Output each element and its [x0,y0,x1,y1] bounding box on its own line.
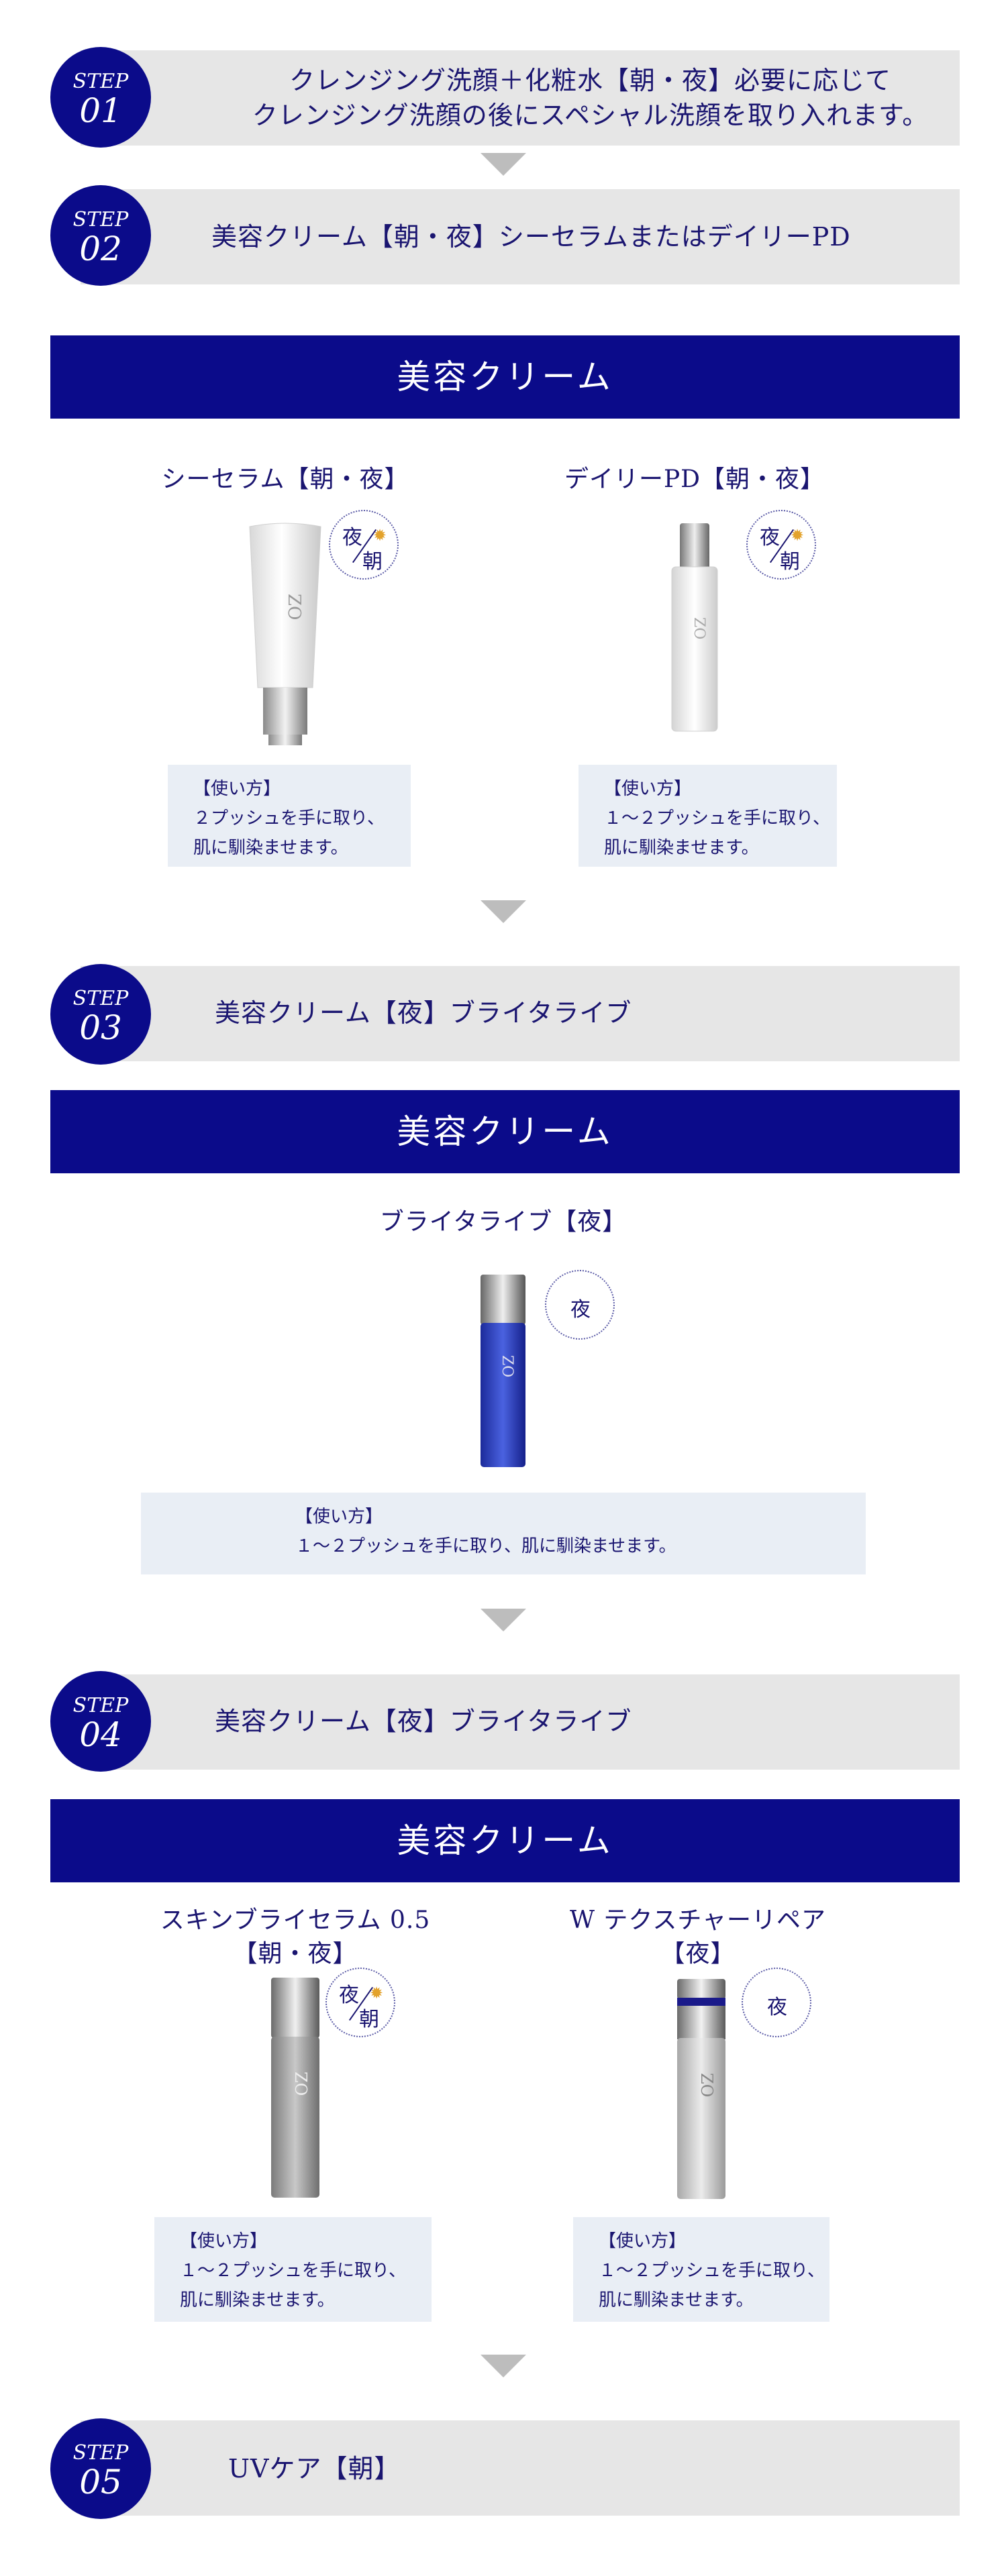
step-number: 03 [79,1008,122,1047]
night-badge-icon: 夜 [742,1968,811,2037]
night-badge-icon: 夜 [545,1270,615,1340]
step-02-text: 美容クリーム【朝・夜】シーセラムまたはデイリーPD [211,222,851,252]
step-05-bar [81,2420,960,2516]
howto-box-daily-pd: 【使い方】 １～２プッシュを手に取り、 肌に馴染ませます。 [579,765,837,867]
howto-box-brightalive: 【使い方】 １～２プッシュを手に取り、肌に馴染ませます。 [141,1493,866,1574]
step-04-badge: STEP 04 [50,1671,151,1772]
svg-text:ZO: ZO [291,2072,310,2096]
svg-text:ZO: ZO [284,594,304,620]
arrow-down-icon [481,153,526,176]
step-05-text: UVケア【朝】 [228,2454,401,2483]
step-label: STEP [72,70,129,93]
step-02-bar [81,189,960,284]
step-number: 05 [79,2463,122,2502]
step-01-badge: STEP 01 [50,47,151,148]
step-number: 02 [79,229,122,268]
sun-icon: ✹ [373,526,387,545]
howto-box-w-texture-repair: 【使い方】 １～２プッシュを手に取り、 肌に馴染ませます。 [573,2217,829,2322]
step-01-text: クレンジング洗顔＋化粧水【朝・夜】必要に応じて クレンジング洗顔の後にスペシャル… [252,66,929,130]
step-label: STEP [72,987,129,1010]
product-bottle-skin-bright-serum: ZO [271,1978,319,2198]
product-name-daily-pd: デイリーPD【朝・夜】 [564,466,825,493]
section-band-1: 美容クリーム [50,335,960,419]
step-04-bar [81,1674,960,1770]
night-morning-badge-icon: 夜 朝 ✹ [325,1968,395,2037]
product-bottle-brightalive: ZO [481,1275,525,1467]
product-bottle-daily-pd: ZO [671,523,718,732]
step-02-badge: STEP 02 [50,185,151,286]
product-name-c-serum: シーセラム【朝・夜】 [161,466,409,493]
arrow-down-icon [481,2355,526,2377]
step-03-text: 美容クリーム【夜】ブライタライブ [215,998,632,1028]
svg-text:ZO: ZO [691,617,707,639]
night-morning-badge-icon: 夜 朝 ✹ [329,510,399,580]
step-01-bar [81,50,960,146]
sun-icon: ✹ [370,1984,384,2002]
arrow-down-icon [481,1609,526,1631]
sun-icon: ✹ [791,526,805,545]
arrow-down-icon [481,900,526,923]
step-label: STEP [72,1694,129,1717]
step-label: STEP [72,208,129,231]
product-tube-c-serum: ZO [249,523,321,745]
step-04-text: 美容クリーム【夜】ブライタライブ [215,1707,632,1736]
step-number: 04 [79,1715,122,1754]
section-band-2: 美容クリーム [50,1090,960,1173]
howto-box-c-serum: 【使い方】 ２プッシュを手に取り、 肌に馴染ませます。 [168,765,411,867]
howto-box-skin-bright-serum: 【使い方】 １～２プッシュを手に取り、 肌に馴染ませます。 [154,2217,432,2322]
svg-text:ZO: ZO [499,1355,515,1377]
svg-text:ZO: ZO [697,2073,716,2097]
step-label: STEP [72,2441,129,2465]
step-03-badge: STEP 03 [50,964,151,1065]
product-name-brightalive: ブライタライブ【夜】 [379,1208,627,1236]
step-05-badge: STEP 05 [50,2418,151,2519]
night-morning-badge-icon: 夜 朝 ✹ [746,510,816,580]
section-band-3: 美容クリーム [50,1799,960,1882]
step-number: 01 [79,91,122,130]
product-bottle-w-texture-repair: ZO [677,1979,725,2199]
product-name-w-texture-repair: W テクスチャーリペア 【夜】 [569,1907,826,1968]
product-name-skin-bright-serum: スキンブライセラム 0.5 【朝・夜】 [160,1907,431,1968]
step-03-bar [81,966,960,1061]
